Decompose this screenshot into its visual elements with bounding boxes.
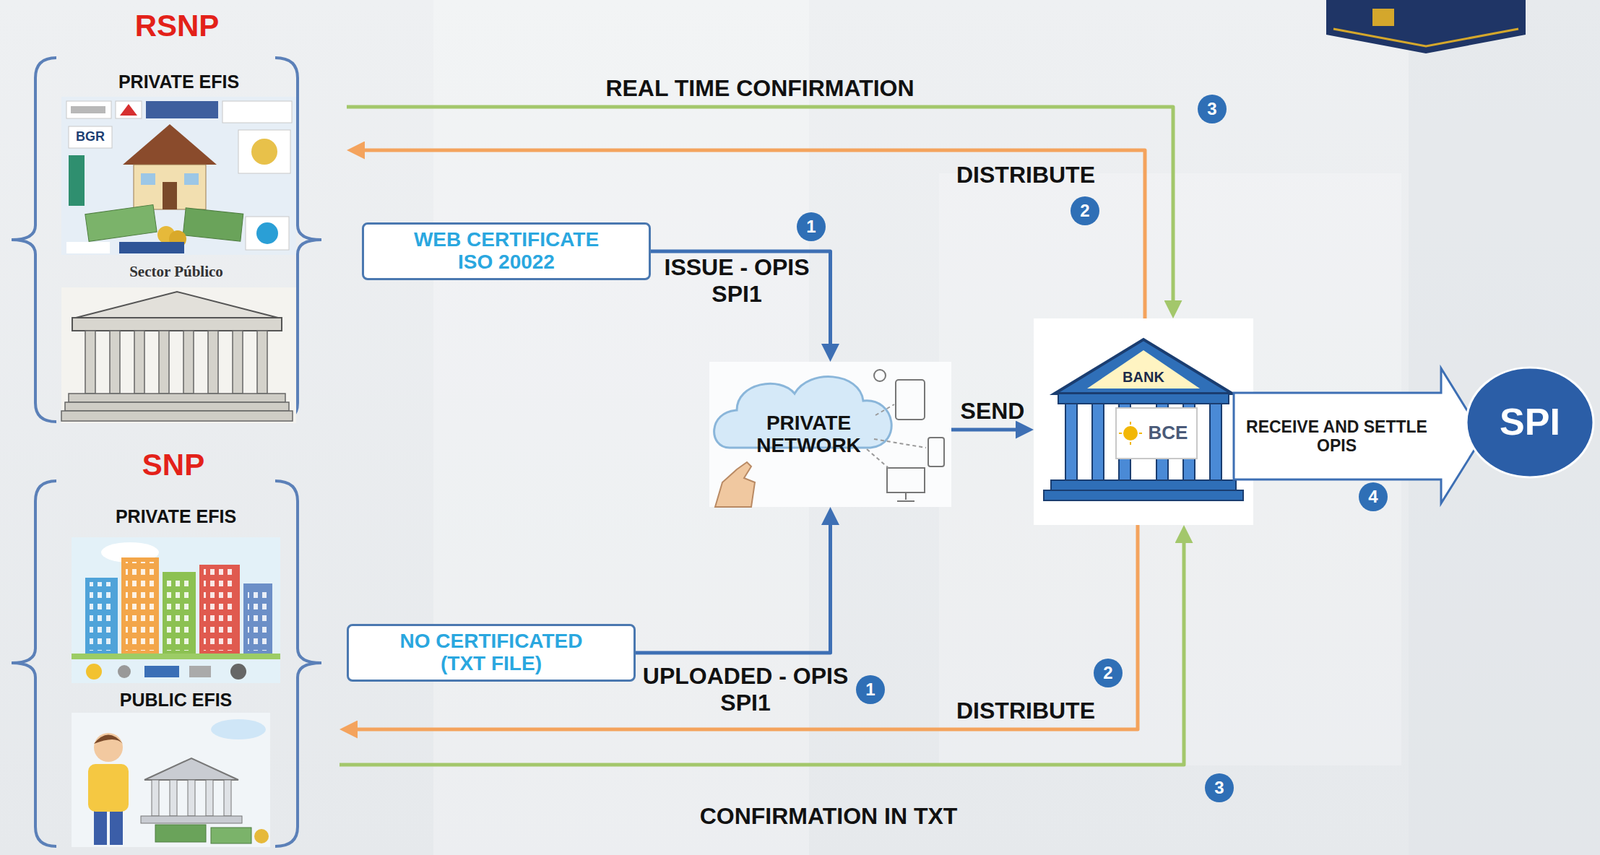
institution-group: Sector Público <box>56 261 297 424</box>
bank-building: BANK BCE <box>1033 318 1254 526</box>
callout-number: 3 <box>1204 773 1234 803</box>
public-efis-illustration <box>71 712 271 848</box>
edge-label: ISSUE - OPIS SPI1 <box>653 254 820 308</box>
institution-group: PUBLIC EFIS <box>71 687 281 849</box>
node-text: PRIVATE NETWORK <box>747 412 871 458</box>
connector <box>650 251 831 355</box>
bracket <box>11 57 322 847</box>
edge-label: UPLOADED - OPIS SPI1 <box>637 663 854 717</box>
group-heading: SNP <box>142 447 205 483</box>
callout-number: 2 <box>1093 658 1123 688</box>
private-buildings-illustration <box>71 537 281 684</box>
connector <box>353 150 1145 319</box>
group-bracket: RSNP PRIVATE EFIS Sector Público <box>7 5 347 425</box>
node-text: WEB CERTIFICATE ISO 20022 <box>398 228 615 274</box>
block-arrow: RECEIVE AND SETTLE OPIS <box>1232 366 1486 506</box>
institution-group: PRIVATE EFIS <box>71 504 281 685</box>
node-text: SPI <box>1499 401 1561 443</box>
node-text: PRIVATE EFIS <box>115 505 237 528</box>
node-text: Sector Público <box>129 262 224 281</box>
callout-number: 1 <box>796 212 826 242</box>
process-box: NO CERTIFICATED (TXT FILE) <box>346 624 636 682</box>
system-ellipse: SPI <box>1464 366 1595 479</box>
node-text: PRIVATE EFIS <box>118 70 240 93</box>
institution-badge <box>1326 0 1526 54</box>
edge-label: DISTRIBUTE <box>956 697 1096 725</box>
connector <box>635 514 831 654</box>
connector <box>346 106 1174 312</box>
private-network-illustration <box>709 361 952 508</box>
background-panels <box>433 0 1600 855</box>
callout-number: 3 <box>1197 94 1227 124</box>
node-text: NO CERTIFICATED (TXT FILE) <box>382 630 600 676</box>
bank-building-illustration <box>1033 318 1254 526</box>
node-text: BCE <box>1148 421 1189 445</box>
connector <box>951 428 1027 432</box>
callout-number: 2 <box>1070 196 1100 226</box>
public-building-illustration <box>61 287 297 424</box>
edge-label: CONFIRMATION IN TXT <box>699 803 958 830</box>
institution-group: PRIVATE EFIS <box>61 69 297 255</box>
edge-label: REAL TIME CONFIRMATION <box>605 75 914 102</box>
logo-text: BGR <box>75 130 105 145</box>
connector <box>346 525 1138 730</box>
group-bracket: SNP PRIVATE EFIS PUBLIC EFIS <box>7 444 340 851</box>
node-text: BANK <box>1122 368 1165 386</box>
node-text: PUBLIC EFIS <box>119 689 233 711</box>
bank-logos-illustration <box>61 96 297 255</box>
callout-number: 4 <box>1358 482 1388 512</box>
callout-number: 1 <box>855 675 885 705</box>
group-heading: RSNP <box>135 8 220 44</box>
connector <box>339 532 1184 765</box>
process-box: WEB CERTIFICATE ISO 20022 <box>361 222 651 281</box>
edge-label: DISTRIBUTE <box>956 161 1096 189</box>
node-text: RECEIVE AND SETTLE OPIS <box>1238 417 1436 456</box>
network-cloud: PRIVATE NETWORK <box>709 361 952 508</box>
edge-label: SEND <box>960 398 1026 425</box>
